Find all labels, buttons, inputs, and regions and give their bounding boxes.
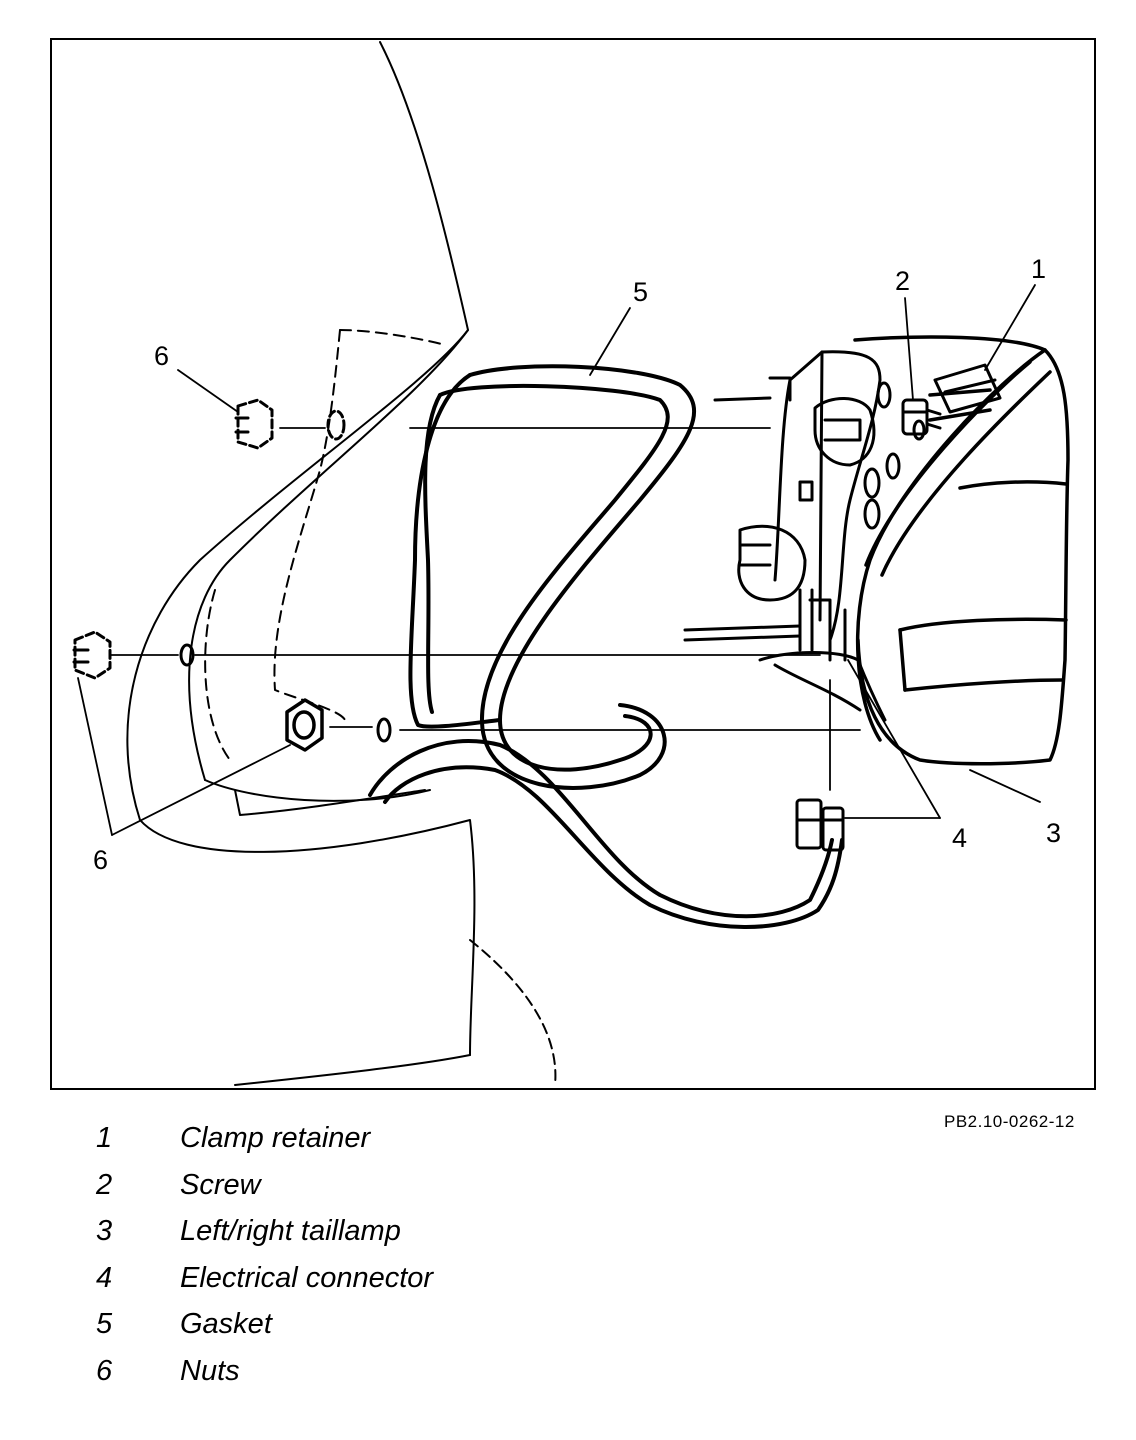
legend-number: 5 (96, 1308, 113, 1340)
washers (179, 409, 392, 743)
taillamp-housing (853, 335, 1070, 766)
wiring-harness (368, 739, 844, 929)
legend-number: 4 (96, 1261, 113, 1294)
legend-label: Screw (180, 1168, 261, 1201)
leader-lines (77, 284, 1041, 836)
panel-cutout-dashed (204, 329, 446, 761)
legend-number: 1 (96, 1122, 113, 1154)
gasket (408, 364, 697, 790)
body-panel-outline (126, 41, 557, 1086)
callout-3: 3 (1046, 818, 1061, 848)
taillamp-exploded-diagram: 1 2 3 4 5 6 6 (72, 41, 1070, 1086)
nut-middle (72, 630, 112, 680)
legend-label: Left/right taillamp (180, 1215, 401, 1247)
callout-5: 5 (633, 277, 648, 307)
callout-6-lower: 6 (93, 845, 108, 875)
electrical-connector (795, 798, 845, 852)
figure-frame (50, 38, 1096, 1090)
nut-lower (285, 698, 324, 752)
legend-label: Clamp retainer (180, 1122, 371, 1154)
callout-2: 2 (895, 266, 910, 296)
legend-number: 6 (96, 1354, 113, 1387)
assembly-lines (109, 427, 861, 791)
nut-upper (234, 398, 274, 450)
clamp-retainer (933, 363, 1002, 414)
legend-label: Electrical connector (180, 1261, 434, 1294)
screw (901, 398, 942, 436)
legend-number: 2 (96, 1168, 113, 1201)
lamp-carrier (683, 350, 926, 722)
callout-4: 4 (952, 823, 967, 853)
legend-label: Gasket (180, 1308, 272, 1340)
legend-number: 3 (96, 1215, 113, 1247)
legend-label: Nuts (180, 1354, 240, 1387)
callout-1: 1 (1031, 254, 1046, 284)
callout-6-upper: 6 (154, 341, 169, 371)
figure-code: PB2.10-0262-12 (944, 1112, 1075, 1131)
